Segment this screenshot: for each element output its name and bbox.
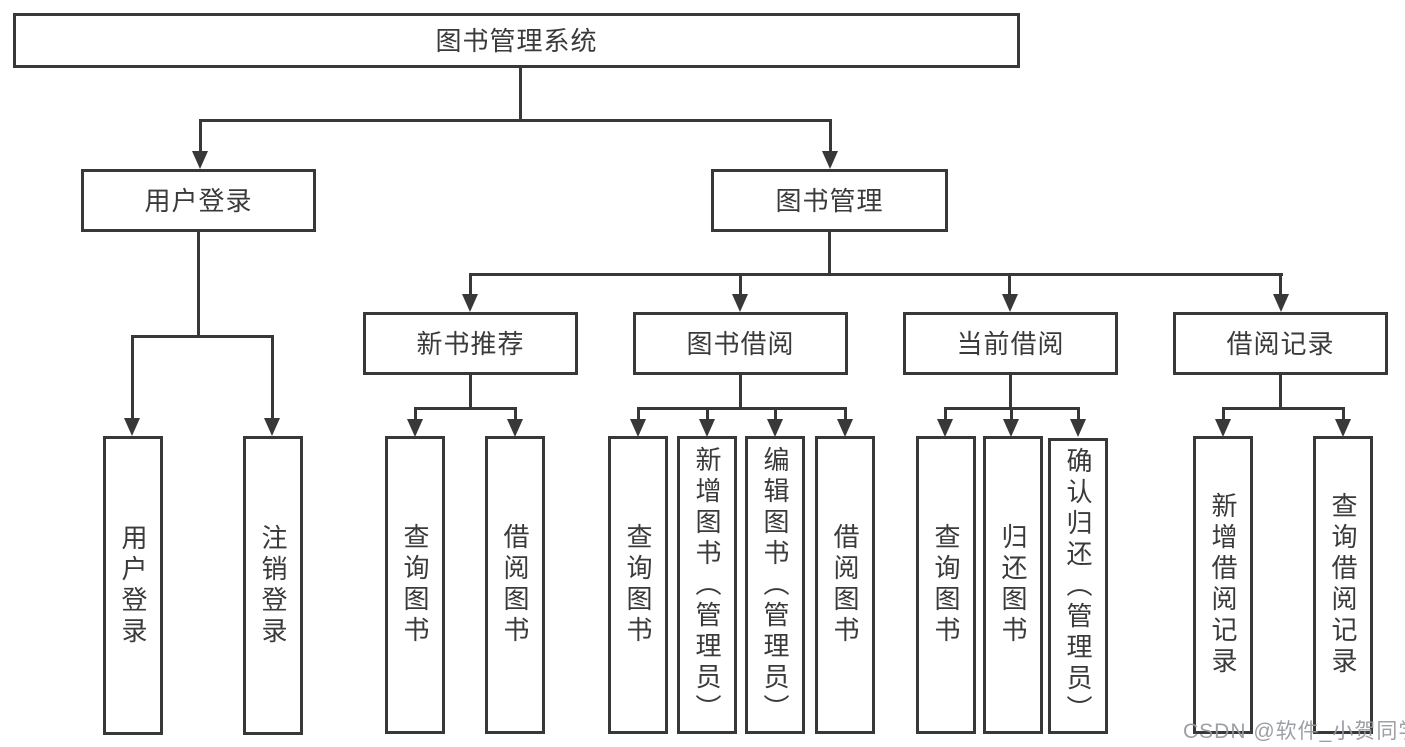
- arrowhead-book-borrow: [732, 294, 748, 312]
- leaf-label: 查询图书: [931, 523, 961, 647]
- leaf-borrow-books: 借阅图书: [815, 436, 875, 734]
- arrowhead: [767, 419, 783, 437]
- arrowhead-user-login: [192, 151, 208, 169]
- leaf-query-books-current: 查询图书: [916, 436, 976, 734]
- connector-drop: [1342, 407, 1345, 421]
- connector-current-borrow-stub: [1009, 375, 1012, 407]
- connector-drop: [514, 407, 517, 421]
- connector-drop-login: [131, 335, 134, 419]
- leaf-label: 借阅图书: [500, 523, 530, 647]
- node-new-books: 新书推荐: [363, 312, 578, 375]
- leaf-user-login: 用户登录: [103, 436, 163, 735]
- connector-borrow-records-bus: [1222, 407, 1345, 410]
- connector-root-stub: [519, 68, 522, 119]
- node-user-login: 用户登录: [81, 169, 316, 232]
- leaf-label: 查询图书: [400, 523, 430, 647]
- leaf-label: 用户登录: [118, 523, 148, 648]
- connector-drop: [1010, 407, 1013, 421]
- arrowhead-logout: [264, 418, 280, 436]
- node-current-borrow: 当前借阅: [903, 312, 1118, 375]
- connector-drop-logout: [271, 335, 274, 419]
- connector-level2-bus: [199, 119, 832, 122]
- leaf-label: 借阅图书: [830, 523, 860, 647]
- connector-new-books-stub: [469, 375, 472, 407]
- leaf-label: 编辑图书（管理员）: [760, 445, 790, 725]
- connector-borrow-records-stub: [1279, 375, 1282, 407]
- node-library-system-root: 图书管理系统: [13, 13, 1020, 68]
- arrowhead-current-borrow: [1002, 294, 1018, 312]
- connector-drop: [774, 407, 777, 421]
- arrowhead-new-books: [462, 294, 478, 312]
- node-label: 借阅记录: [1226, 328, 1335, 359]
- connector-drop: [844, 407, 847, 421]
- connector-drop: [637, 407, 640, 421]
- connector-user-login-stub: [197, 231, 200, 335]
- node-label: 当前借阅: [956, 328, 1065, 359]
- arrowhead-book-mgmt: [822, 151, 838, 169]
- csdn-watermark: CSDN @软件_小贺同学: [1183, 720, 1405, 743]
- connector-drop: [414, 407, 417, 421]
- leaf-label: 查询借阅记录: [1328, 492, 1358, 678]
- node-label: 图书借阅: [686, 328, 795, 359]
- connector-level3-bus: [469, 273, 1283, 276]
- connector-drop: [1077, 407, 1080, 421]
- connector-drop: [1222, 407, 1225, 421]
- leaf-label: 注销登录: [258, 523, 288, 648]
- leaf-confirm-return-admin: 确认归还（管理员）: [1048, 438, 1108, 734]
- connector-book-borrow-bus: [637, 407, 847, 410]
- arrowhead: [507, 419, 523, 437]
- connector-drop-current-borrow: [1008, 273, 1011, 295]
- leaf-label: 查询图书: [623, 523, 653, 647]
- connector-book-mgmt-stub: [828, 232, 831, 273]
- leaf-return-books: 归还图书: [983, 436, 1043, 734]
- leaf-label: 归还图书: [998, 523, 1028, 647]
- arrowhead: [1335, 419, 1351, 437]
- leaf-query-books-new: 查询图书: [385, 436, 445, 734]
- arrowhead: [1215, 419, 1231, 437]
- connector-drop-book-mgmt: [829, 119, 832, 152]
- arrowhead: [1070, 419, 1086, 437]
- node-label: 图书管理: [775, 185, 884, 216]
- leaf-logout: 注销登录: [243, 436, 303, 735]
- arrowhead: [699, 419, 715, 437]
- connector-drop-book-borrow: [739, 273, 742, 295]
- connector-drop-user-login: [199, 119, 202, 152]
- leaf-add-books-admin: 新增图书（管理员）: [677, 436, 737, 734]
- node-label: 用户登录: [144, 185, 253, 216]
- leaf-add-borrow-record: 新增借阅记录: [1193, 436, 1253, 734]
- connector-drop-borrow-records: [1279, 273, 1282, 295]
- node-borrow-records: 借阅记录: [1173, 312, 1388, 375]
- leaf-label: 新增借阅记录: [1208, 492, 1238, 678]
- connector-drop: [944, 407, 947, 421]
- node-label: 图书管理系统: [435, 25, 598, 56]
- node-book-mgmt: 图书管理: [711, 169, 948, 232]
- arrowhead: [407, 419, 423, 437]
- arrowhead: [630, 419, 646, 437]
- connector-drop-new-books: [469, 273, 472, 295]
- arrowhead: [1003, 419, 1019, 437]
- leaf-label: 确认归还（管理员）: [1063, 446, 1093, 726]
- arrowhead: [837, 419, 853, 437]
- arrowhead-login: [124, 418, 140, 436]
- node-book-borrow: 图书借阅: [633, 312, 848, 375]
- connector-user-login-bus: [131, 335, 274, 338]
- arrowhead: [937, 419, 953, 437]
- leaf-query-borrow-record: 查询借阅记录: [1313, 436, 1373, 734]
- leaf-query-books-borrow: 查询图书: [608, 436, 668, 734]
- leaf-borrow-books-new: 借阅图书: [485, 436, 545, 734]
- leaf-edit-books-admin: 编辑图书（管理员）: [745, 436, 805, 734]
- connector-drop: [706, 407, 709, 421]
- connector-new-books-bus: [414, 407, 517, 410]
- connector-book-borrow-stub: [739, 375, 742, 407]
- arrowhead-borrow-records: [1273, 294, 1289, 312]
- node-label: 新书推荐: [416, 328, 525, 359]
- leaf-label: 新增图书（管理员）: [692, 445, 722, 725]
